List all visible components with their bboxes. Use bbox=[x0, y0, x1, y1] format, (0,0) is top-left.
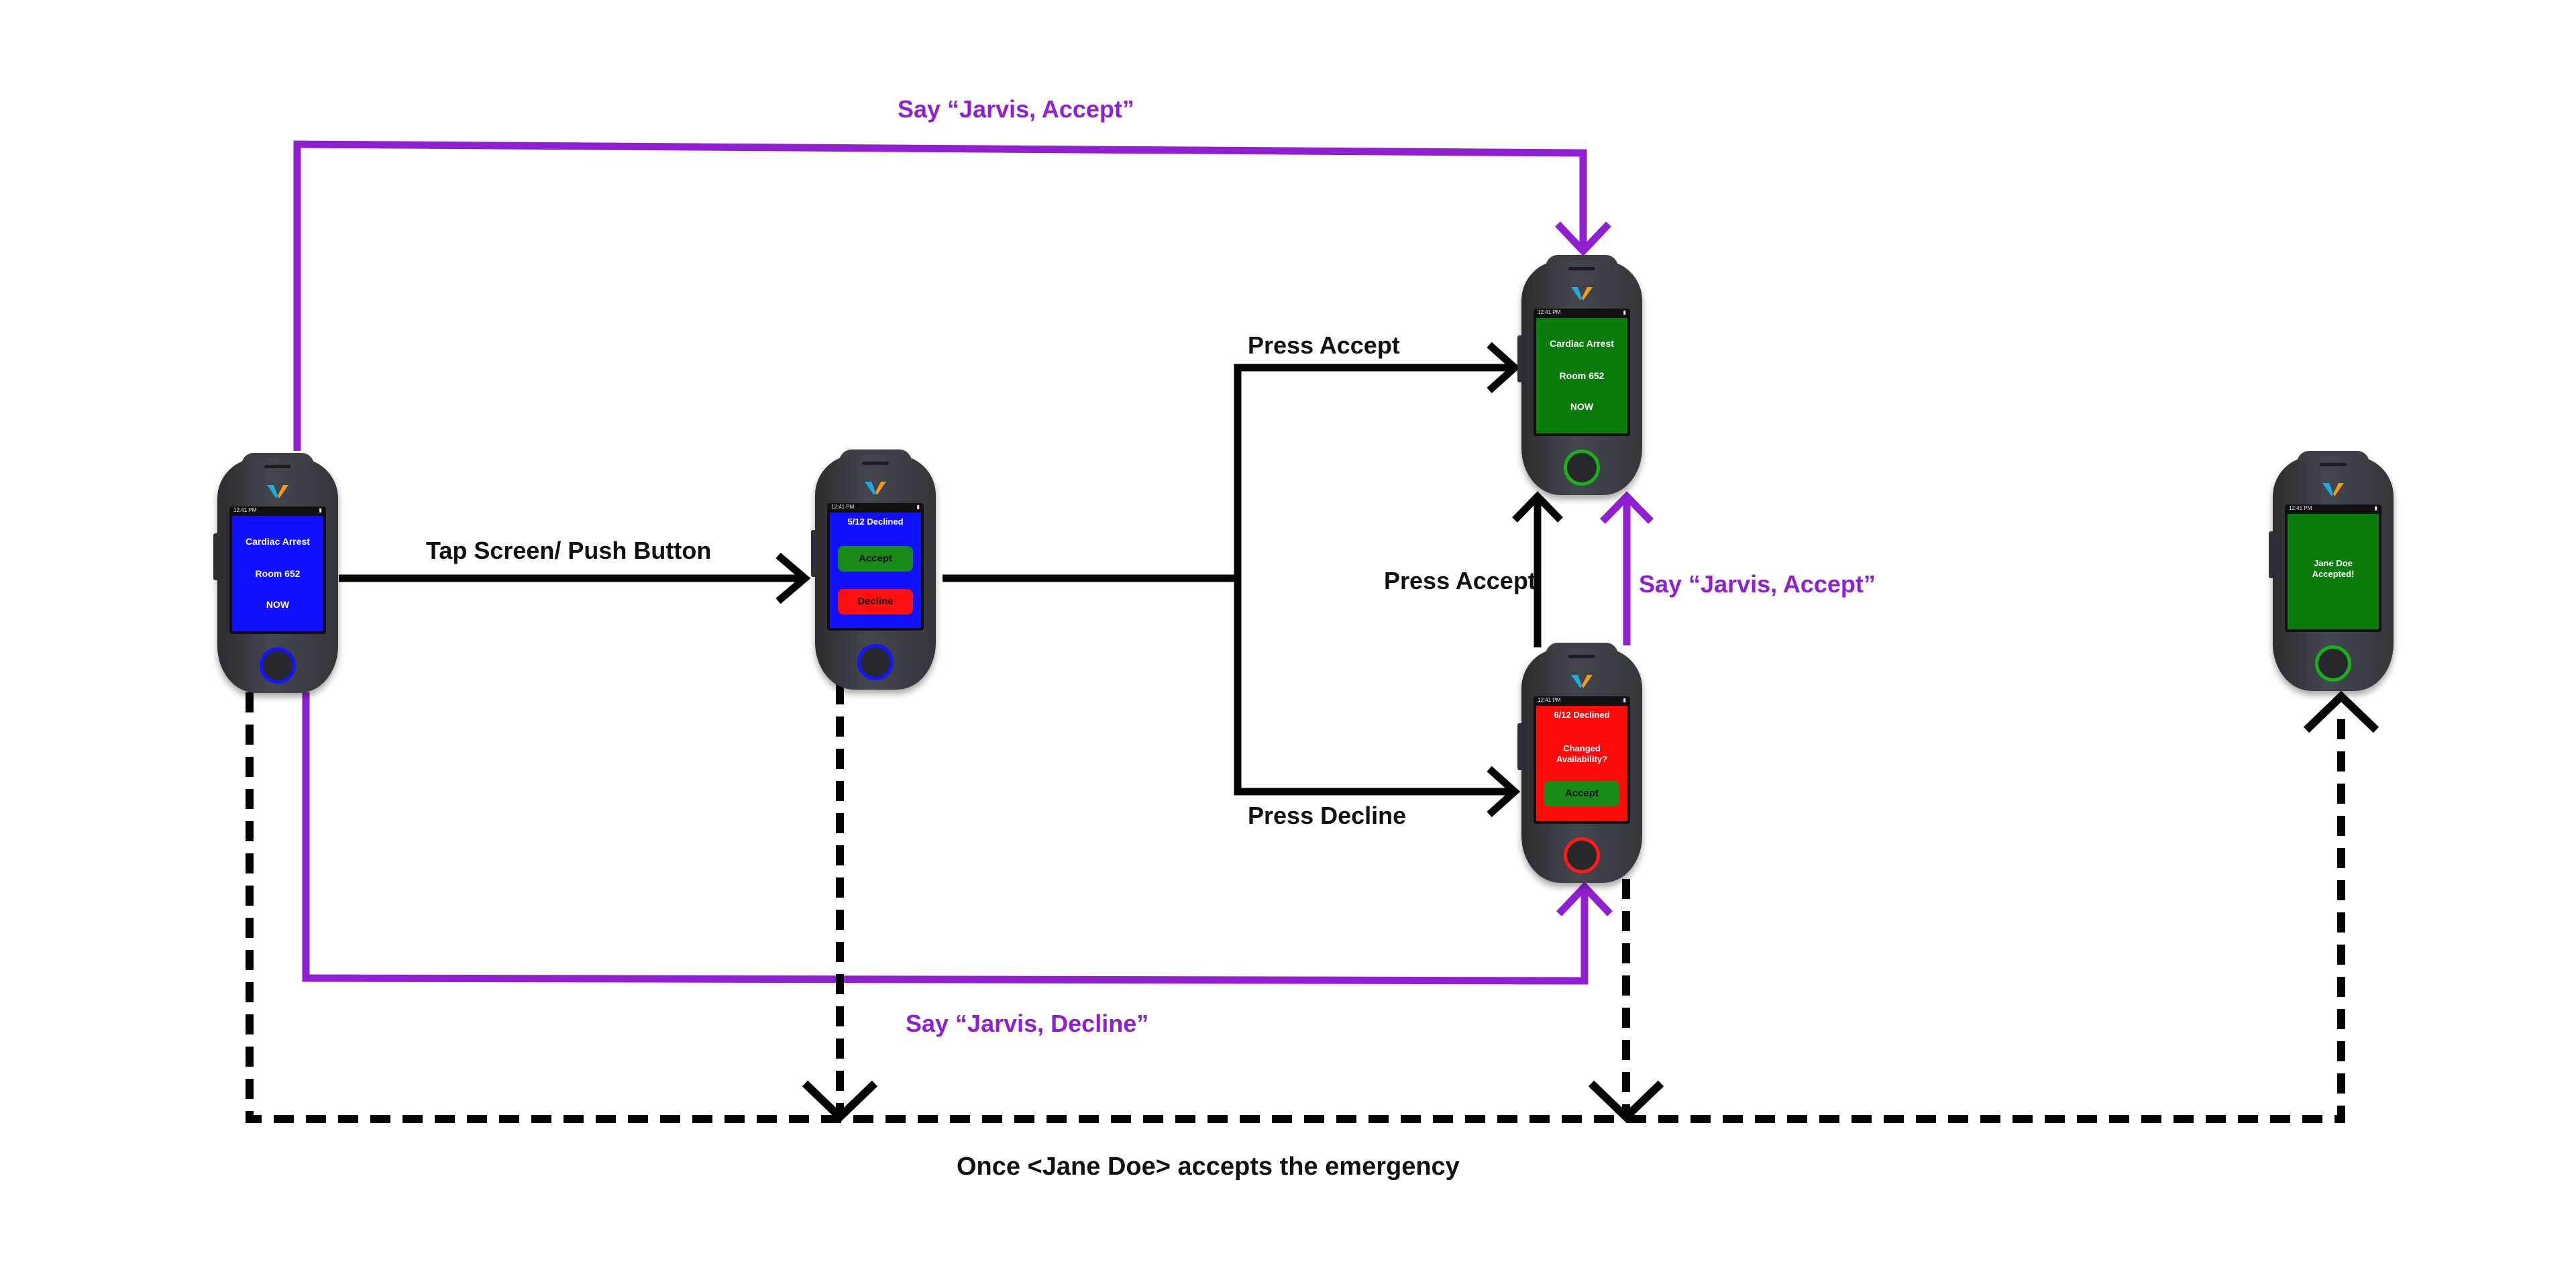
device-other-accepted: 12:41 PM ▮ Jane Doe Accepted! bbox=[2269, 451, 2394, 692]
home-button-ring[interactable] bbox=[1564, 837, 1600, 873]
side-button[interactable] bbox=[2269, 531, 2274, 578]
vocera-logo-icon bbox=[267, 485, 288, 498]
side-button[interactable] bbox=[811, 530, 816, 577]
arrowhead-declined-down bbox=[1588, 1080, 1664, 1123]
alert-time: NOW bbox=[1570, 401, 1594, 412]
vocera-logo-icon bbox=[1571, 675, 1593, 688]
decline-button[interactable]: Decline bbox=[838, 589, 913, 615]
home-button-ring[interactable] bbox=[2315, 645, 2351, 682]
vocera-logo-icon bbox=[865, 482, 886, 495]
status-bar: 12:41 PM ▮ bbox=[229, 507, 326, 515]
availability-question: Changed Availability? bbox=[1556, 743, 1608, 764]
status-time: 12:41 PM bbox=[1538, 697, 1561, 703]
alert-title: Cardiac Arrest bbox=[1550, 338, 1614, 349]
decline-count: 5/12 Declined bbox=[847, 517, 904, 527]
accept-button[interactable]: Accept bbox=[838, 546, 913, 572]
speaker-slot bbox=[264, 465, 291, 468]
speaker-slot bbox=[2320, 463, 2347, 466]
device-screen[interactable]: 12:41 PM ▮ 5/12 Declined Accept Decline bbox=[827, 503, 924, 631]
label-press-accept-middle: Press Accept bbox=[1384, 567, 1536, 594]
arrowhead-press-accept-upper bbox=[1487, 341, 1521, 394]
device-alert: 12:41 PM ▮ Cardiac Arrest Room 652 NOW bbox=[213, 453, 338, 694]
alert-title: Cardiac Arrest bbox=[246, 536, 310, 547]
status-bar: 12:41 PM ▮ bbox=[827, 503, 924, 511]
label-press-decline: Press Decline bbox=[1248, 802, 1407, 829]
device-accepted: 12:41 PM ▮ Cardiac Arrest Room 652 NOW bbox=[1517, 255, 1642, 496]
arrowhead-say-accept-top bbox=[1555, 221, 1611, 256]
battery-icon: ▮ bbox=[916, 504, 920, 510]
device-choice: 12:41 PM ▮ 5/12 Declined Accept Decline bbox=[811, 449, 936, 691]
status-bar: 12:41 PM ▮ bbox=[1534, 696, 1630, 704]
label-say-decline: Say “Jarvis, Decline” bbox=[906, 1010, 1149, 1037]
arrow-press-decline bbox=[1234, 578, 1513, 796]
accepted-message: Jane Doe Accepted! bbox=[2312, 558, 2355, 579]
status-time: 12:41 PM bbox=[831, 504, 855, 510]
label-say-accept-top: Say “Jarvis, Accept” bbox=[898, 95, 1134, 123]
status-time: 12:41 PM bbox=[1538, 309, 1561, 315]
arrow-say-accept-top bbox=[293, 140, 1587, 451]
label-once-accepts: Once <Jane Doe> accepts the emergency bbox=[957, 1153, 1460, 1181]
battery-icon: ▮ bbox=[1623, 697, 1626, 703]
choice-screen-content: 5/12 Declined Accept Decline bbox=[830, 513, 921, 628]
alert-room: Room 652 bbox=[255, 568, 301, 579]
arrowhead-say-decline bbox=[1556, 882, 1613, 916]
device-screen[interactable]: 12:41 PM ▮ Cardiac Arrest Room 652 NOW bbox=[229, 507, 326, 634]
alert-time: NOW bbox=[266, 599, 290, 610]
device-screen[interactable]: 12:41 PM ▮ Cardiac Arrest Room 652 NOW bbox=[1534, 309, 1630, 436]
status-bar: 12:41 PM ▮ bbox=[2285, 504, 2381, 513]
arrowhead-press-decline bbox=[1487, 765, 1521, 818]
speaker-slot bbox=[1568, 267, 1595, 270]
accepted-screen-content: Cardiac Arrest Room 652 NOW bbox=[1536, 318, 1627, 433]
side-button[interactable] bbox=[213, 533, 219, 580]
side-button[interactable] bbox=[1517, 335, 1523, 382]
device-screen[interactable]: 12:41 PM ▮ 6/12 Declined Changed Availab… bbox=[1534, 696, 1630, 824]
home-button-ring[interactable] bbox=[1564, 449, 1600, 486]
other-accepted-screen-content: Jane Doe Accepted! bbox=[2288, 514, 2379, 629]
speaker-slot bbox=[1568, 655, 1595, 658]
label-say-accept-right: Say “Jarvis, Accept” bbox=[1639, 570, 1876, 598]
arrowhead-say-accept-right bbox=[1600, 491, 1654, 524]
declined-screen-content: 6/12 Declined Changed Availability? Acce… bbox=[1536, 706, 1627, 821]
arrowhead-other-accepted-up bbox=[2303, 690, 2379, 733]
side-button[interactable] bbox=[1517, 723, 1523, 770]
alert-screen-content: Cardiac Arrest Room 652 NOW bbox=[232, 516, 323, 631]
arrowhead-press-accept-middle bbox=[1512, 491, 1563, 523]
arrow-say-decline bbox=[302, 692, 1589, 985]
home-button-ring[interactable] bbox=[260, 647, 296, 684]
label-tap-screen: Tap Screen/ Push Button bbox=[426, 537, 712, 564]
home-button-ring[interactable] bbox=[857, 644, 894, 680]
device-screen[interactable]: 12:41 PM ▮ Jane Doe Accepted! bbox=[2285, 504, 2381, 632]
device-declined: 12:41 PM ▮ 6/12 Declined Changed Availab… bbox=[1517, 643, 1642, 884]
speaker-slot bbox=[862, 462, 889, 465]
arrowhead-choice-down bbox=[802, 1080, 878, 1123]
accept-button[interactable]: Accept bbox=[1544, 781, 1619, 806]
arrowhead-tap-screen bbox=[775, 552, 811, 604]
decline-count: 6/12 Declined bbox=[1554, 710, 1610, 720]
battery-icon: ▮ bbox=[1623, 309, 1626, 315]
status-time: 12:41 PM bbox=[2289, 505, 2312, 511]
status-bar: 12:41 PM ▮ bbox=[1534, 309, 1630, 317]
battery-icon: ▮ bbox=[319, 507, 322, 513]
label-press-accept-upper: Press Accept bbox=[1248, 331, 1400, 359]
status-time: 12:41 PM bbox=[233, 507, 257, 513]
alert-room: Room 652 bbox=[1559, 370, 1605, 381]
vocera-logo-icon bbox=[1571, 287, 1593, 301]
vocera-logo-icon bbox=[2322, 483, 2344, 496]
battery-icon: ▮ bbox=[2374, 505, 2377, 511]
arrow-press-accept-upper bbox=[1234, 364, 1513, 578]
dashed-alert-down bbox=[246, 692, 2345, 1123]
